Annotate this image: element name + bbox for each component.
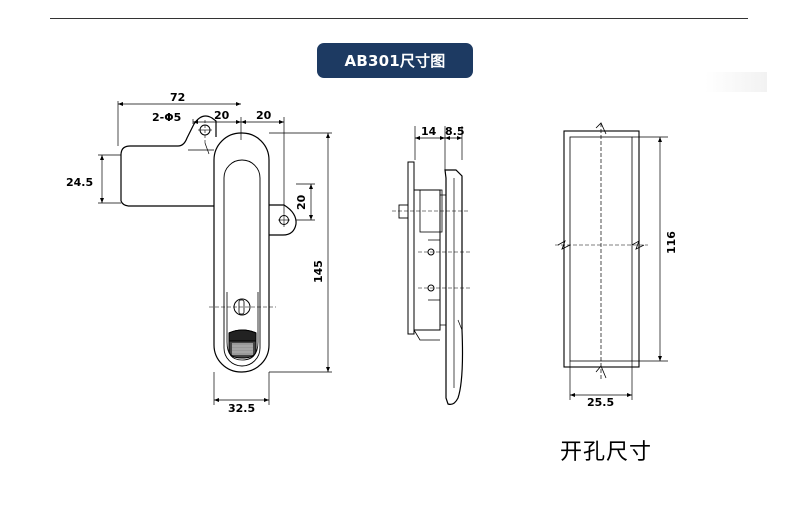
cutout-caption: 开孔尺寸 <box>560 440 653 465</box>
dim-height: 145 <box>312 260 325 283</box>
drawing-title: AB301尺寸图 <box>317 43 473 78</box>
dim-overall-width: 72 <box>170 91 185 104</box>
decorative-strip <box>705 72 767 92</box>
front-view: 72 20 20 2-Φ5 24.5 20 145 32.5 <box>66 91 332 415</box>
dim-flange: 8.5 <box>445 125 465 138</box>
side-view: 14 8.5 <box>392 125 470 405</box>
dim-cutout-height: 116 <box>665 231 678 254</box>
dim-hole-spacing-b: 20 <box>256 109 272 122</box>
top-rule <box>50 18 748 19</box>
dim-cutout-width: 25.5 <box>587 396 614 409</box>
cutout-view: 116 25.5 <box>555 122 678 409</box>
dim-depth: 14 <box>421 125 437 138</box>
dim-hole-vertical: 20 <box>295 194 308 210</box>
dim-body-width: 32.5 <box>228 402 255 415</box>
dim-hole-spacing-a: 20 <box>214 109 230 122</box>
dim-holes: 2-Φ5 <box>152 111 181 124</box>
dim-arm-height: 24.5 <box>66 176 93 189</box>
